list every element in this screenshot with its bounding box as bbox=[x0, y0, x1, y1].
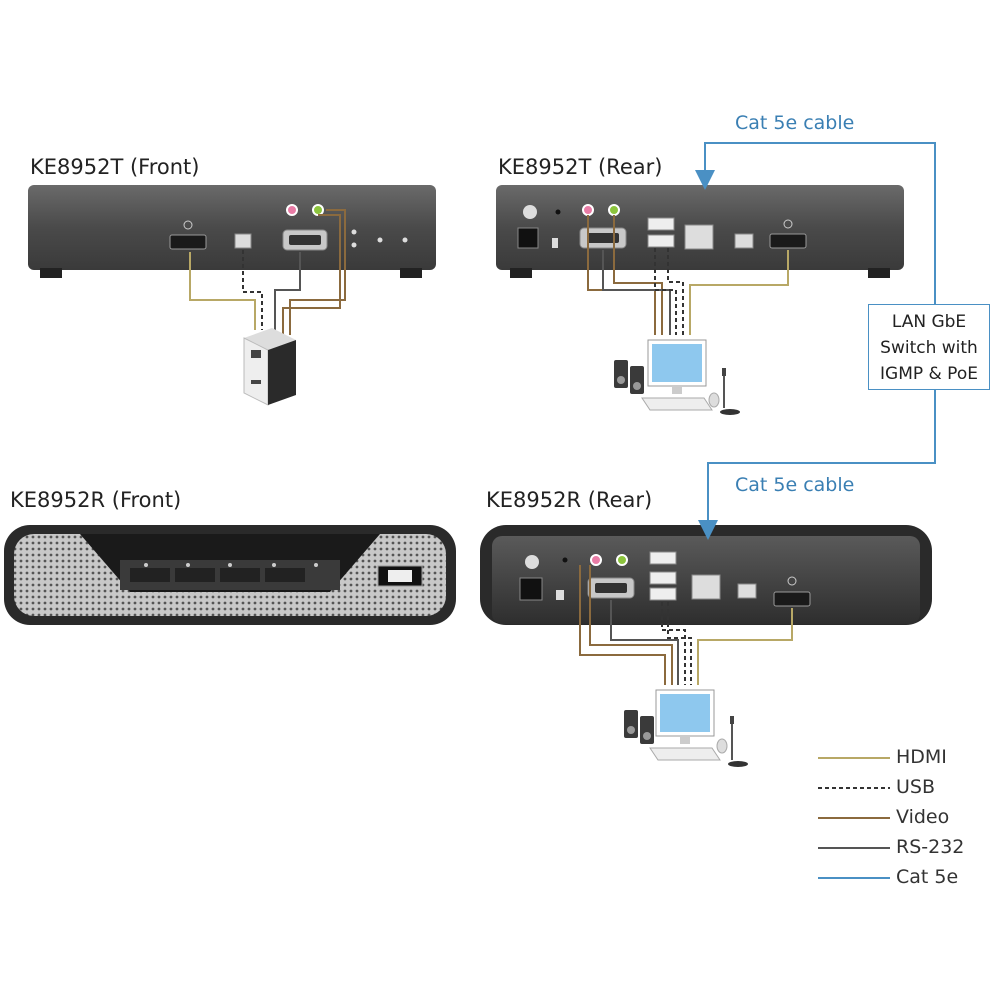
workstation-icon bbox=[624, 689, 748, 767]
legend-label: Video bbox=[896, 806, 950, 828]
cat5e-cables bbox=[695, 142, 936, 540]
lan-port bbox=[684, 224, 714, 250]
rx-rear-cables bbox=[579, 565, 793, 685]
speaker-jack bbox=[616, 554, 628, 566]
usb-b-port bbox=[234, 233, 252, 249]
sfp-port bbox=[737, 583, 757, 599]
power-jack bbox=[519, 577, 543, 601]
tx-front-unit bbox=[28, 185, 436, 278]
legend-swatches bbox=[818, 757, 890, 879]
microphone-icon bbox=[728, 716, 748, 767]
speaker-jack bbox=[312, 204, 324, 216]
rx-front-label: KE8952R (Front) bbox=[10, 488, 182, 512]
ground-screw bbox=[523, 205, 537, 219]
rs232-port bbox=[282, 229, 328, 251]
lan-port bbox=[691, 574, 721, 600]
mouse-icon bbox=[708, 392, 720, 408]
usb-port bbox=[647, 217, 675, 231]
mouse-icon bbox=[716, 738, 728, 754]
usb-port bbox=[647, 234, 675, 248]
tx-front-label: KE8952T (Front) bbox=[30, 155, 200, 179]
sfp-port bbox=[734, 233, 754, 249]
legend-item-hdmi: HDMI bbox=[818, 746, 988, 770]
rx-front-unit bbox=[4, 525, 456, 625]
tx-rear-unit bbox=[496, 185, 904, 278]
mic-jack bbox=[590, 554, 602, 566]
hdmi-port bbox=[769, 219, 807, 249]
workstation-icon bbox=[614, 339, 740, 415]
switch-line-2: Switch with bbox=[880, 338, 978, 358]
hdmi-port bbox=[169, 220, 207, 250]
legend-item-rs232: RS-232 bbox=[818, 836, 988, 860]
rs232-port bbox=[579, 227, 627, 249]
legend-label: Cat 5e bbox=[896, 866, 959, 888]
legend-label: RS-232 bbox=[896, 836, 965, 858]
tx-rear-cables bbox=[587, 215, 789, 335]
cat5e-cable-label-bottom: Cat 5e cable bbox=[735, 474, 855, 496]
hdmi-port bbox=[773, 576, 811, 607]
legend-item-cat5e: Cat 5e bbox=[818, 866, 988, 890]
tx-rear-label: KE8952T (Rear) bbox=[498, 155, 663, 179]
switch-line-1: LAN GbE bbox=[891, 312, 967, 332]
legend-label: HDMI bbox=[896, 746, 947, 768]
microphone-icon bbox=[720, 368, 740, 415]
rx-rear-label: KE8952R (Rear) bbox=[486, 488, 653, 512]
rx-rear-unit bbox=[480, 525, 932, 625]
switch-line-3: IGMP & PoE bbox=[880, 364, 978, 384]
rs232-port bbox=[587, 577, 635, 599]
mic-jack bbox=[582, 204, 594, 216]
mic-jack bbox=[286, 204, 298, 216]
power-jack bbox=[517, 227, 539, 249]
legend-item-video: Video bbox=[818, 806, 988, 830]
lan-switch-box: LAN GbE Switch with IGMP & PoE bbox=[868, 304, 990, 390]
legend-label: USB bbox=[896, 776, 936, 798]
pc-tower-icon bbox=[243, 328, 296, 406]
legend-item-usb: USB bbox=[818, 776, 988, 800]
speaker-jack bbox=[608, 204, 620, 216]
tx-front-cables bbox=[189, 209, 346, 335]
cat5e-cable-label-top: Cat 5e cable bbox=[735, 112, 855, 134]
